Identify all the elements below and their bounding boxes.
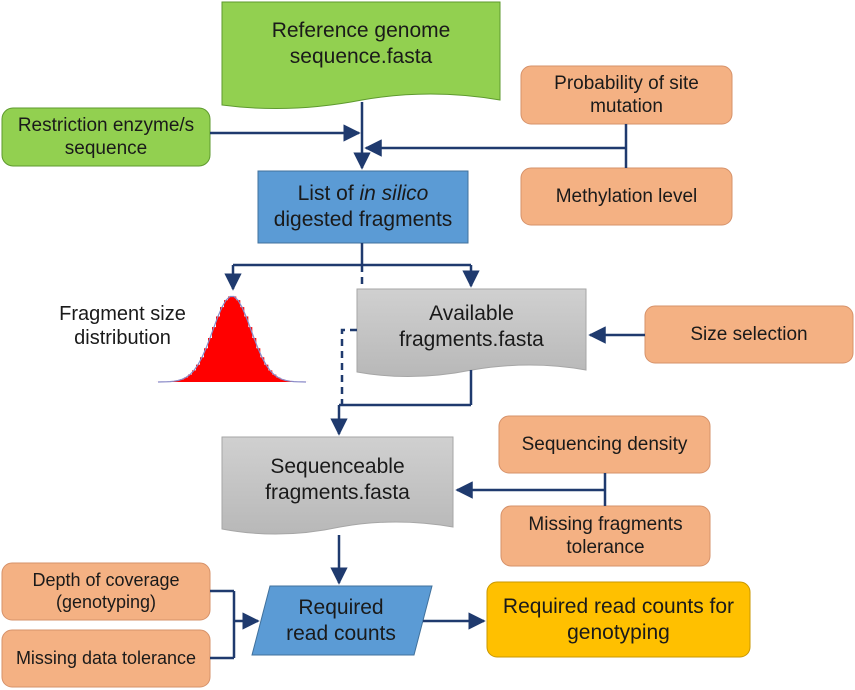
histogram-bar <box>232 296 237 382</box>
histogram-bar <box>200 357 205 382</box>
histogram-bar <box>184 377 189 382</box>
histogram-bar <box>220 307 225 382</box>
digested-fragments-box <box>257 170 469 244</box>
histogram-bar <box>248 327 253 382</box>
histogram-bar <box>204 348 209 382</box>
histogram-bar <box>272 374 277 382</box>
available-fragments-label: Available fragments.fasta <box>399 302 544 351</box>
histogram-bar <box>188 374 193 382</box>
fragment-size-distribution-label: Fragment size distribution <box>59 302 186 349</box>
histogram-bar <box>208 338 213 382</box>
histogram-bar <box>196 364 201 382</box>
output-label: Required read counts for genotyping <box>502 594 735 644</box>
reference-genome-shape <box>221 1 501 110</box>
histogram-bar <box>228 296 233 382</box>
size-selection-label: Size selection <box>690 323 808 345</box>
histogram-bar <box>252 338 257 382</box>
histogram-bar <box>244 316 249 382</box>
output-box <box>486 581 751 658</box>
histogram-bar <box>284 380 289 382</box>
histogram-bar <box>276 377 281 382</box>
restriction-enzyme-label: Restriction enzyme/s sequence <box>17 114 195 159</box>
histogram-bar <box>240 307 245 382</box>
sequenceable-fragments-label: Sequenceable fragments.fasta <box>265 455 410 504</box>
size-distribution-histogram <box>156 295 309 383</box>
dashed-available-sequenceable <box>340 328 357 405</box>
histogram-bar <box>180 379 185 382</box>
histogram-bar <box>280 379 285 382</box>
histogram-bar <box>256 348 261 382</box>
histogram-bar <box>268 370 273 382</box>
digested-fragments-label: List of in silico digested fragments <box>273 182 453 231</box>
histogram-bar <box>264 364 269 382</box>
histogram-bar <box>224 300 229 382</box>
histogram-bar <box>212 327 217 382</box>
missing-data-label: Missing data tolerance <box>15 647 197 668</box>
reference-genome-label: Reference genome sequence.fasta <box>271 19 451 68</box>
depth-coverage-label: Depth of coverage (genotyping) <box>32 569 180 612</box>
sequenceable-fragments-shape <box>221 436 454 535</box>
histogram-bar <box>260 357 265 382</box>
read-counts-shape <box>251 585 433 656</box>
methylation-label: Methylation level <box>555 185 698 207</box>
available-fragments-shape <box>356 288 587 378</box>
histogram-bar <box>236 300 241 382</box>
read-counts-label: Required read counts <box>286 596 396 645</box>
distribution-curve <box>157 295 307 383</box>
connectors <box>210 102 645 660</box>
histogram-bar <box>216 316 221 382</box>
probability-label: Probability of site mutation <box>554 72 699 117</box>
histogram-bar <box>192 370 197 382</box>
missing-fragments-label: Missing fragments tolerance <box>528 513 683 558</box>
restriction-enzyme-box <box>1 107 211 167</box>
dashed-connectors <box>340 265 364 405</box>
histogram-bar <box>176 380 181 382</box>
sequencing-density-label: Sequencing density <box>521 433 688 455</box>
